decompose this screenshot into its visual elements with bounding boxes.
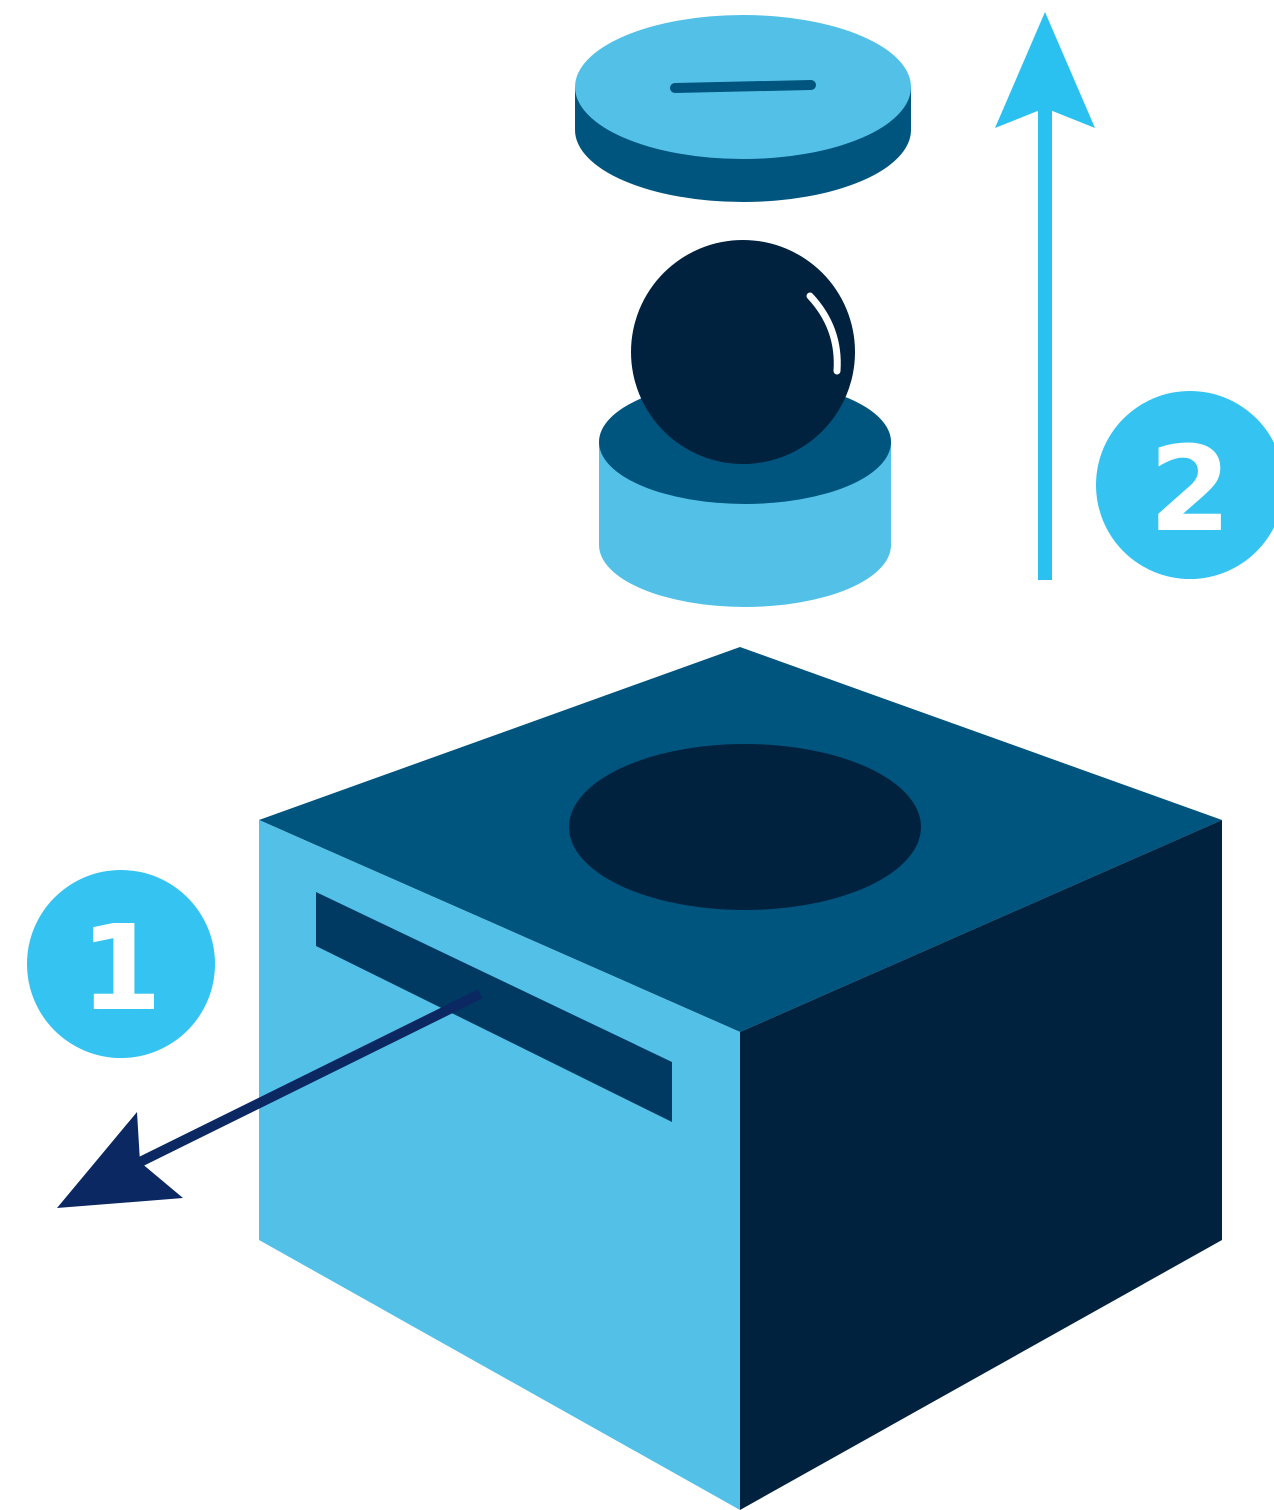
pull-out-arrow-head bbox=[57, 1112, 183, 1208]
step-1-badge: 1 bbox=[27, 870, 215, 1058]
pull-out-arrow-shaft bbox=[137, 989, 483, 1167]
ball-highlight bbox=[806, 292, 841, 375]
step-2-number: 2 bbox=[1149, 420, 1231, 558]
pull-out-arrow-icon bbox=[57, 989, 483, 1208]
base-block-right-face bbox=[740, 820, 1222, 1510]
step-2-badge: 2 bbox=[1096, 391, 1274, 579]
base-block-left-face bbox=[259, 820, 740, 1510]
ball-icon bbox=[631, 240, 855, 464]
step-2-badge-circle bbox=[1096, 391, 1274, 579]
base-block-icon bbox=[259, 647, 1222, 1510]
step-1-number: 1 bbox=[80, 899, 162, 1037]
lift-up-arrow-icon bbox=[995, 12, 1095, 580]
base-block-slot bbox=[316, 892, 672, 1122]
cap-disc-icon bbox=[575, 15, 911, 202]
ball-sphere bbox=[631, 240, 855, 464]
base-block-socket-hole bbox=[569, 744, 921, 910]
cap-disc-slot bbox=[670, 80, 816, 93]
lift-up-arrow-head bbox=[995, 12, 1095, 128]
step-1-badge-circle bbox=[27, 870, 215, 1058]
